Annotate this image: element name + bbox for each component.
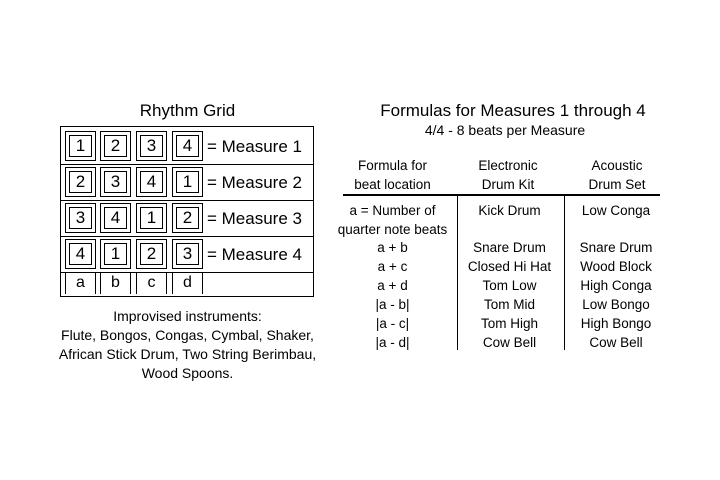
formulas-title: Formulas for Measures 1 through 4	[380, 101, 646, 120]
beat-number: 1	[176, 171, 199, 193]
grid-divider	[60, 200, 314, 201]
grid-cell: 3	[172, 239, 203, 269]
header-line: Drum Set	[588, 177, 646, 192]
beat-number: 2	[140, 243, 163, 265]
beat-number: 2	[104, 135, 127, 157]
formula-cell: a + d	[377, 278, 408, 293]
grid-cell: 3	[100, 167, 131, 197]
formula-cell: |a - c|	[375, 316, 410, 331]
formula-cell: |a - d|	[375, 335, 410, 350]
acoustic-cell: Low Bongo	[582, 297, 650, 312]
column-letter: b	[100, 272, 131, 294]
column-letter: c	[136, 272, 167, 294]
grid-cell: 1	[100, 239, 131, 269]
header-line: beat location	[354, 177, 431, 192]
measure-label: = Measure 4	[207, 245, 302, 264]
grid-cell: 2	[100, 131, 131, 161]
grid-divider	[60, 236, 314, 237]
electronic-cell: Tom High	[480, 316, 539, 331]
electronic-cell: Cow Bell	[482, 335, 537, 350]
acoustic-cell: Snare Drum	[579, 240, 653, 255]
instruments-heading: Improvised instruments:	[113, 308, 262, 324]
beat-number: 2	[69, 171, 92, 193]
grid-cell: 4	[136, 167, 167, 197]
instruments-line: Wood Spoons.	[141, 365, 234, 381]
beat-number: 3	[140, 135, 163, 157]
formula-cell: a + b	[377, 240, 408, 255]
beat-number: 4	[140, 171, 163, 193]
column-divider	[457, 195, 458, 350]
formula-cell: |a - b|	[375, 297, 410, 312]
beat-number: 1	[69, 135, 92, 157]
electronic-cell: Snare Drum	[473, 240, 546, 255]
header-line: Electronic	[478, 158, 538, 173]
instruments-line: Flute, Bongos, Congas, Cymbal, Shaker,	[61, 327, 314, 343]
grid-cell: 3	[136, 131, 167, 161]
electronic-cell: Kick Drum	[478, 203, 541, 218]
acoustic-cell: High Conga	[580, 278, 652, 293]
beat-number: 3	[104, 171, 127, 193]
column-divider	[564, 195, 565, 350]
column-letter: a	[65, 272, 96, 294]
header-rule	[343, 194, 660, 196]
acoustic-cell: High Bongo	[580, 316, 652, 331]
acoustic-cell: Wood Block	[580, 259, 652, 274]
beat-number: 3	[69, 207, 92, 229]
instruments-line: African Stick Drum, Two String Berimbau,	[58, 346, 317, 362]
beat-number: 4	[176, 135, 199, 157]
header-line: Formula for	[357, 158, 428, 173]
grid-cell: 4	[100, 203, 131, 233]
grid-cell: 4	[172, 131, 203, 161]
grid-cell: 1	[172, 167, 203, 197]
header-line: Acoustic	[591, 158, 643, 173]
formula-cell: a + c	[377, 259, 408, 274]
rhythm-grid-frame	[60, 126, 314, 297]
measure-label: = Measure 1	[207, 137, 302, 156]
formula-line: quarter note beats	[337, 222, 448, 237]
beat-number: 4	[69, 243, 92, 265]
beat-number: 4	[104, 207, 127, 229]
measure-label: = Measure 3	[207, 209, 302, 228]
electronic-cell: Tom Mid	[483, 297, 535, 312]
header-line: Drum Kit	[481, 177, 535, 192]
beat-number: 2	[176, 207, 199, 229]
instruments-note: Improvised instruments: Flute, Bongos, C…	[40, 307, 335, 383]
header-formula: Formula for beat location	[334, 156, 451, 194]
electronic-cell: Tom Low	[482, 278, 537, 293]
acoustic-cell: Low Conga	[581, 203, 651, 218]
grid-cell: 1	[65, 131, 96, 161]
beat-number: 1	[140, 207, 163, 229]
acoustic-cell: Cow Bell	[589, 335, 643, 350]
grid-cell: 2	[172, 203, 203, 233]
beat-number: 1	[104, 243, 127, 265]
grid-cell: 1	[136, 203, 167, 233]
rhythm-grid-title: Rhythm Grid	[139, 101, 236, 120]
measure-label: = Measure 2	[207, 173, 302, 192]
grid-cell: 4	[65, 239, 96, 269]
formula-line: a = Number of	[349, 203, 436, 218]
grid-cell: 2	[136, 239, 167, 269]
grid-divider	[60, 272, 314, 273]
formula-cell: a = Number of quarter note beats	[331, 201, 454, 239]
header-acoustic: Acoustic Drum Set	[566, 156, 668, 194]
grid-divider	[60, 164, 314, 165]
grid-cell: 2	[65, 167, 96, 197]
electronic-cell: Closed Hi Hat	[467, 259, 552, 274]
beat-number: 3	[176, 243, 199, 265]
header-electronic: Electronic Drum Kit	[458, 156, 558, 194]
formulas-subtitle: 4/4 - 8 beats per Measure	[424, 122, 586, 138]
grid-cell: 3	[65, 203, 96, 233]
column-letter: d	[172, 272, 203, 294]
